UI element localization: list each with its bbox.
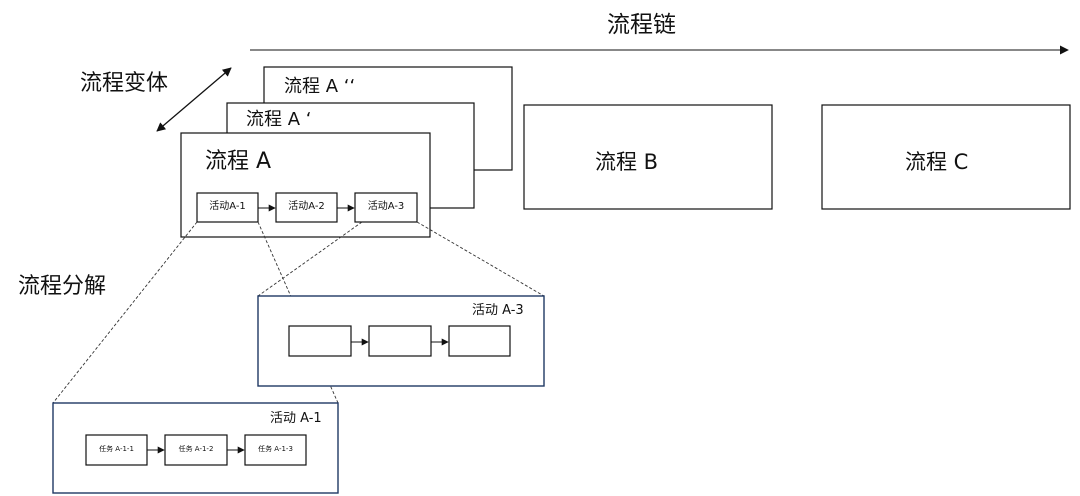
- task-a1-1-label: 任务 A-1-1: [99, 445, 134, 453]
- decomposition-line-a1-left: [52, 221, 198, 404]
- task-a1-3-box: [244, 434, 307, 466]
- process-chain-label: 流程链: [607, 12, 676, 38]
- activity-a3-step-1: [288, 325, 352, 357]
- decomposition-line-a3-left: [257, 221, 363, 297]
- process-a-double-prime-title: 流程 A ‘‘: [284, 76, 356, 97]
- process-b-box: [523, 104, 773, 210]
- process-a-prime-title: 流程 A ‘: [246, 109, 312, 130]
- activity-a3-box: [354, 192, 418, 223]
- activity-a2-box: [275, 192, 338, 223]
- activity-a3-detail-title: 活动 A-3: [472, 303, 524, 318]
- process-c-box: [821, 104, 1071, 210]
- activity-a3-step-3: [448, 325, 511, 357]
- task-a1-2-label: 任务 A-1-2: [178, 445, 214, 453]
- decomposition-line-a1-right: [257, 221, 339, 404]
- process-a-title: 流程 A: [205, 149, 272, 174]
- process-variant-label: 流程变体: [80, 71, 169, 96]
- task-a1-1-box: [85, 434, 148, 466]
- task-a1-3-label: 任务 A-1-3: [258, 445, 293, 453]
- process-variant-arrow: [156, 67, 232, 132]
- activity-a1-detail-title: 活动 A-1: [270, 411, 322, 426]
- activity-a2-label: 活动A-2: [288, 201, 325, 212]
- activity-a3-step-2: [368, 325, 432, 357]
- activity-a3-label: 活动A-3: [367, 201, 405, 212]
- activity-a1-box: [196, 192, 259, 223]
- decomposition-line-a3-right: [416, 221, 545, 297]
- task-a1-2-box: [164, 434, 228, 466]
- process-b-title: 流程 B: [595, 150, 659, 174]
- process-decomposition-label: 流程分解: [18, 274, 107, 299]
- activity-a1-label: 活动A-1: [209, 201, 246, 212]
- process-c-title: 流程 C: [905, 150, 969, 174]
